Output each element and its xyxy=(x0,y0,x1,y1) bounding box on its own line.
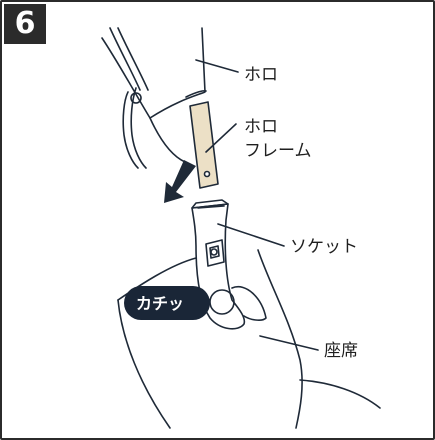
hood-leader xyxy=(195,59,239,73)
click-callout: カチッ xyxy=(124,286,210,320)
seat-label: 座席 xyxy=(324,341,358,361)
seat-back-curve xyxy=(117,299,171,429)
canopy-shadow-fold xyxy=(149,117,186,163)
side-strut xyxy=(109,27,149,169)
socket xyxy=(191,199,246,330)
seat-armrest xyxy=(231,285,267,321)
arrow-down-left-icon xyxy=(164,160,196,203)
hood-frame-label-line2: フレーム xyxy=(244,141,312,161)
click-ring xyxy=(209,289,235,315)
socket-window xyxy=(205,239,225,267)
hood-frame-label-line1: ホロ xyxy=(244,117,278,137)
seat-left-edge xyxy=(117,257,197,301)
hood-frame-leader xyxy=(205,123,237,153)
click-label: カチッ xyxy=(136,294,184,313)
step-number-badge: 6 xyxy=(4,4,46,44)
canopy-hood xyxy=(101,27,207,163)
socket-leader xyxy=(217,223,285,247)
canopy-inner-edge xyxy=(185,89,207,98)
seat-right-edge xyxy=(257,249,303,429)
seat xyxy=(117,249,381,429)
socket-top-face xyxy=(191,199,229,209)
socket-label: ソケット xyxy=(290,237,358,257)
seat-leader xyxy=(259,335,319,351)
hood-label: ホロ xyxy=(244,65,278,85)
socket-body xyxy=(191,203,246,330)
seat-cushion-line xyxy=(299,379,381,409)
strut-grip xyxy=(122,91,139,169)
hood-frame-tab xyxy=(189,101,219,189)
canopy-outline xyxy=(101,27,206,119)
